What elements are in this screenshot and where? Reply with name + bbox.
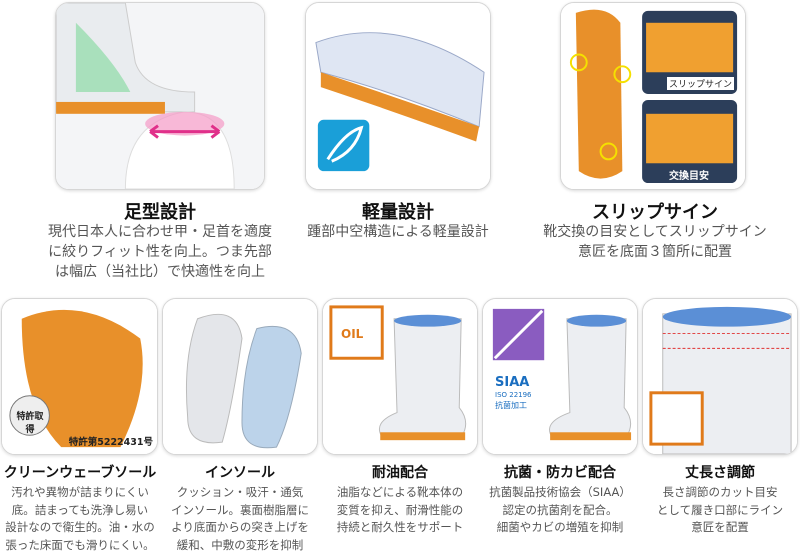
slip-sign-label: スリップサイン (667, 77, 735, 90)
feature-title: 抗菌・防カビ配合 (504, 465, 616, 481)
feature-desc: 油脂などによる靴本体の 変質を抑え、耐滑性能の 持続と耐久性をサポート (336, 485, 464, 534)
patent-number: 特許第5222431号 (68, 437, 153, 448)
feature-desc: 抗菌製品技術協会（SIAA） 認定の抗菌剤を配合。 細菌やカビの増殖を抑制 (489, 485, 631, 534)
length-adjust-image (642, 298, 798, 455)
feature-title: 軽量設計 (362, 202, 434, 223)
antibacterial-image: SIAA ISO 22196 抗菌加工 (482, 298, 638, 455)
feature-title: 足型設計 (124, 202, 196, 223)
oil-icon: OIL (341, 327, 364, 341)
feature-title: インソール (205, 465, 275, 481)
feature-title: スリップサイン (592, 202, 718, 223)
feature-desc: 長さ調節のカット目安 として履き口部にライン 意匠を配置 (656, 485, 784, 534)
feature-desc: クッション・吸汗・通気 インソール。裏面樹脂層に より底面からの突き上げを 緩和… (171, 485, 309, 552)
slip-sign-image: スリップサイン 交換目安 (560, 2, 746, 190)
feature-title: クリーンウェーブソール (3, 465, 157, 481)
oil-resistant-image: OIL (322, 298, 478, 455)
iso-label: ISO 22196 (495, 391, 532, 399)
feather-icon (317, 119, 370, 172)
feature-desc: 踵部中空構造による軽量設計 (307, 224, 489, 240)
scissors-icon (649, 391, 704, 446)
replace-label: 交換目安 (669, 171, 709, 182)
clean-wave-sole-image: 特許取得 特許第5222431号 (1, 298, 158, 455)
feature-desc: 現代日本人に合わせ甲・足首を適度 に絞りフィット性を向上。つま先部 は幅広（当社… (48, 224, 272, 280)
feature-desc: 靴交換の目安としてスリップサイン 意匠を底面３箇所に配置 (543, 224, 767, 260)
feature-title: 丈長さ調節 (685, 465, 755, 481)
insole-image (162, 298, 318, 455)
feature-desc: 汚れや異物が詰まりにくい 底。詰まっても洗浄し易い 設計なので衛生的。油・水の … (5, 485, 155, 552)
antibacterial-label: 抗菌加工 (495, 401, 527, 410)
siaa-logo: SIAA (495, 375, 530, 390)
lightweight-image (305, 2, 491, 190)
patent-badge: 特許取得 (16, 412, 44, 435)
foot-fit-image (55, 2, 265, 190)
feature-title: 耐油配合 (372, 465, 428, 481)
